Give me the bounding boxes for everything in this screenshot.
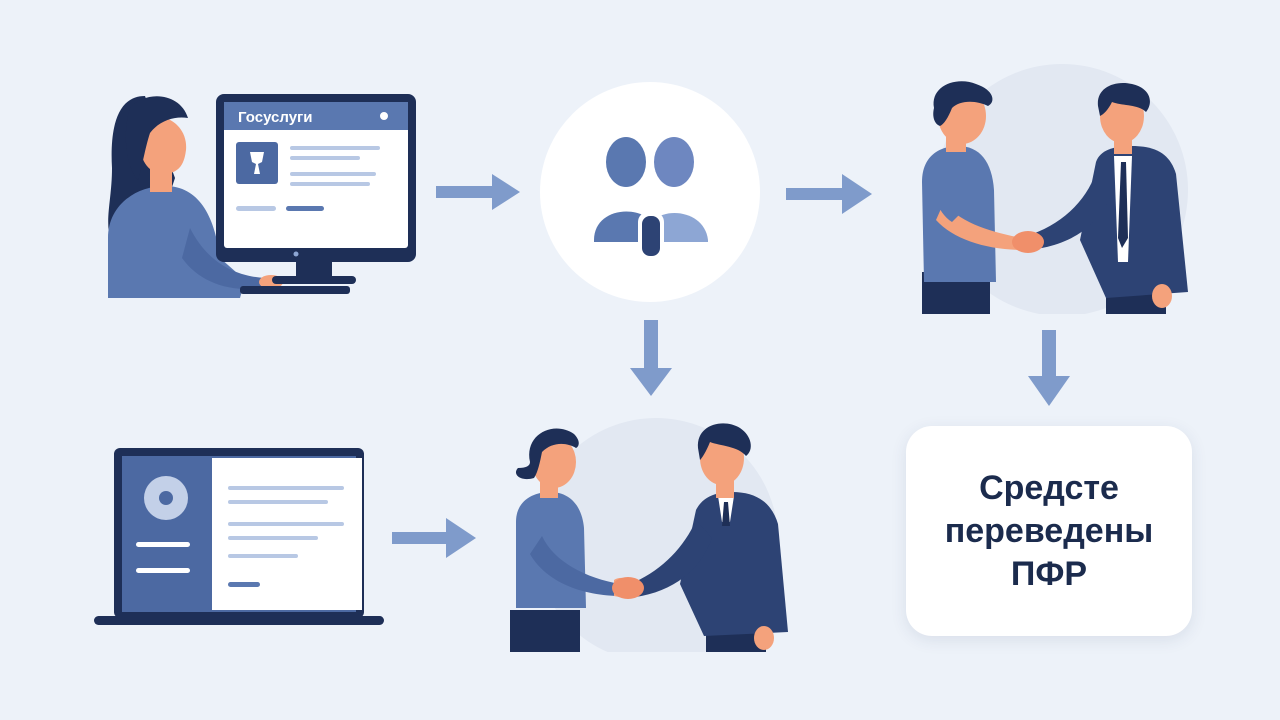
laptop-document	[92, 446, 386, 628]
result-line-2: переведены	[944, 511, 1154, 550]
group-users-node	[538, 80, 762, 304]
arrow-down-icon	[630, 320, 672, 396]
handshake-top	[900, 62, 1200, 314]
group-users-icon	[594, 137, 708, 256]
portal-title: Госуслуги	[238, 109, 313, 126]
handshake-icon	[612, 577, 644, 599]
man-suit-icon	[1024, 82, 1188, 314]
woman-at-computer: Госуслуги	[90, 88, 420, 303]
man-suit-icon	[628, 423, 788, 652]
result-card: Средсте переведены ПФР	[906, 426, 1192, 636]
arrow-right-icon	[786, 174, 872, 214]
handshake-icon	[1012, 231, 1044, 253]
desktop-monitor	[216, 94, 416, 294]
result-text: Средсте переведены ПФР	[945, 467, 1154, 596]
woman-user-icon	[108, 96, 283, 298]
result-line-1: Средсте	[979, 468, 1119, 507]
arrow-down-icon	[1028, 330, 1070, 406]
woman-client-icon	[510, 428, 634, 652]
result-line-3: ПФР	[1010, 554, 1088, 593]
man-casual-icon	[922, 81, 1024, 314]
handshake-bottom	[496, 412, 802, 652]
arrow-right-icon	[436, 174, 520, 210]
arrow-right-icon	[392, 518, 476, 558]
